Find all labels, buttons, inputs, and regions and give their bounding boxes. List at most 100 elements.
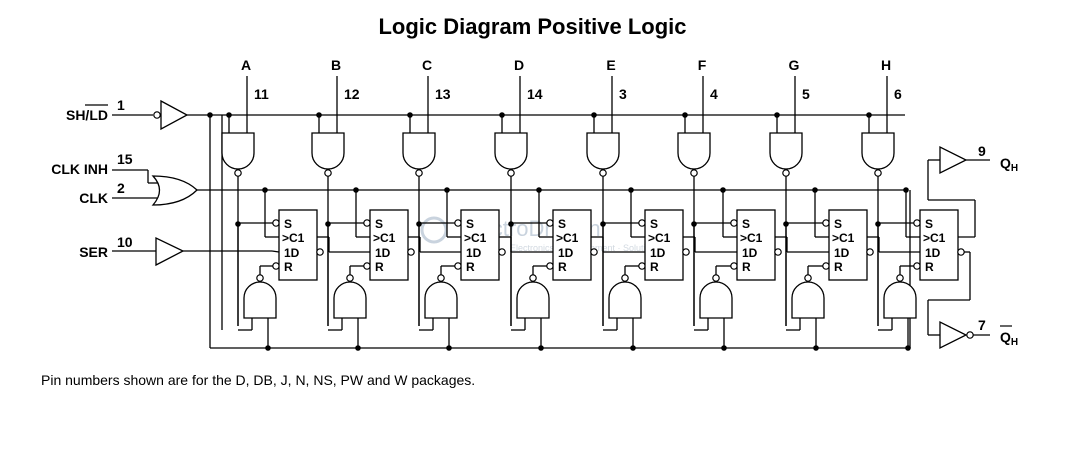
ff-label-c1: >C1	[556, 231, 579, 245]
ff-label-c1: >C1	[648, 231, 671, 245]
inversion-bubble	[454, 219, 462, 227]
junction-dot	[444, 187, 450, 193]
pin-number: 13	[435, 86, 451, 102]
inversion-bubble	[782, 169, 790, 177]
ff-label-d: 1D	[375, 246, 391, 260]
junction-dot	[407, 112, 413, 118]
junction-dot	[813, 345, 819, 351]
junction-dot	[316, 112, 322, 118]
ff-label-c1: >C1	[373, 231, 396, 245]
ff-label-s: S	[284, 217, 292, 231]
flip-flop	[828, 209, 868, 281]
nand-gate-bottom	[608, 281, 642, 319]
inversion-bubble	[153, 111, 161, 119]
inversion-bubble	[874, 169, 882, 177]
input-label-clk: CLK	[79, 190, 108, 206]
package-note: Pin numbers shown are for the D, DB, J, …	[41, 372, 476, 388]
junction-dot	[446, 345, 452, 351]
junction-dot	[508, 221, 514, 227]
junction-dot	[720, 187, 726, 193]
ff-label-s: S	[834, 217, 842, 231]
inversion-bubble	[407, 248, 415, 256]
pin-number: 12	[344, 86, 360, 102]
ff-label-c1: >C1	[923, 231, 946, 245]
nand-gate-top	[586, 132, 620, 170]
inversion-bubble	[682, 248, 690, 256]
or-gate	[151, 175, 198, 206]
flip-flop	[644, 209, 684, 281]
inversion-bubble	[324, 169, 332, 177]
junction-dot	[600, 221, 606, 227]
input-label-ser: SER	[79, 244, 108, 260]
junction-dot	[538, 345, 544, 351]
inversion-bubble	[437, 274, 445, 282]
inversion-bubble	[638, 219, 646, 227]
output-label-qh-bar: QH	[1000, 329, 1018, 348]
junction-dot	[774, 112, 780, 118]
inversion-bubble	[804, 274, 812, 282]
junction-dot	[353, 187, 359, 193]
inversion-bubble	[363, 219, 371, 227]
junction-dot	[628, 187, 634, 193]
inversion-bubble	[774, 248, 782, 256]
ff-label-s: S	[466, 217, 474, 231]
ff-label-r: R	[742, 260, 751, 274]
inversion-bubble	[507, 169, 515, 177]
nand-gate-top	[494, 132, 528, 170]
junction-dot	[783, 221, 789, 227]
junction-dot	[355, 345, 361, 351]
inversion-bubble	[966, 331, 974, 339]
ff-label-r: R	[925, 260, 934, 274]
parallel-input-label: D	[514, 57, 524, 73]
inversion-bubble	[415, 169, 423, 177]
diagram-title: Logic Diagram Positive Logic	[378, 14, 687, 39]
flip-flop	[369, 209, 409, 281]
ff-label-c1: >C1	[464, 231, 487, 245]
ff-label-s: S	[558, 217, 566, 231]
junction-dot	[536, 187, 542, 193]
inversion-bubble	[621, 274, 629, 282]
parallel-input-label: G	[789, 57, 800, 73]
watermark-logo-icon	[420, 216, 448, 244]
inversion-bubble	[730, 219, 738, 227]
pin-number: 7	[978, 317, 986, 333]
inversion-bubble	[498, 248, 506, 256]
pin-number: 11	[254, 86, 269, 102]
nand-gate-bottom	[424, 281, 458, 319]
junction-dot	[325, 221, 331, 227]
ff-label-d: 1D	[284, 246, 300, 260]
junction-dot	[721, 345, 727, 351]
output-buffer-qh-bar	[939, 320, 968, 350]
nand-gate-top	[221, 132, 255, 170]
ff-label-d: 1D	[742, 246, 758, 260]
flip-flop	[552, 209, 592, 281]
inversion-bubble	[690, 169, 698, 177]
ff-label-r: R	[650, 260, 659, 274]
ff-label-r: R	[466, 260, 475, 274]
parallel-input-label: B	[331, 57, 341, 73]
ff-label-d: 1D	[925, 246, 941, 260]
flip-flop	[919, 209, 959, 281]
pin-number: 9	[978, 143, 986, 159]
nand-gate-bottom	[516, 281, 550, 319]
junction-dot	[265, 345, 271, 351]
inversion-bubble	[256, 274, 264, 282]
inversion-bubble	[730, 262, 738, 270]
inversion-bubble	[546, 262, 554, 270]
nand-gate-top	[402, 132, 436, 170]
junction-dot	[262, 187, 268, 193]
pin-number: 6	[894, 86, 902, 102]
junction-dot	[812, 187, 818, 193]
junction-dot	[591, 112, 597, 118]
pin-number: 15	[117, 151, 133, 167]
inversion-bubble	[599, 169, 607, 177]
ff-label-d: 1D	[466, 246, 482, 260]
junction-dot	[235, 221, 241, 227]
buffer-shld	[160, 99, 189, 131]
junction-dot	[903, 187, 909, 193]
nand-gate-bottom	[883, 281, 917, 319]
inversion-bubble	[363, 262, 371, 270]
inversion-bubble	[638, 262, 646, 270]
